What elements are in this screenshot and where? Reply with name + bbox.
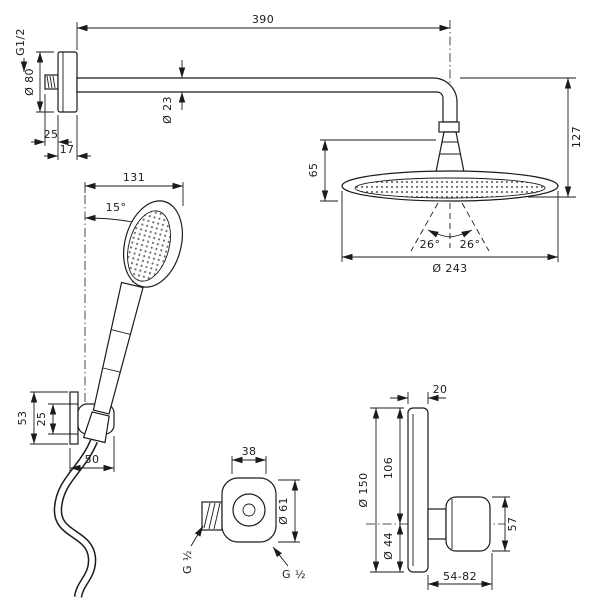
dim-flange-depth: 17 — [60, 143, 75, 156]
dim-handle-height: 57 — [506, 517, 519, 532]
dim-plate-depth: 20 — [433, 383, 448, 396]
dim-outlet-width: 38 — [242, 445, 257, 458]
dim-thread-back: G ½ — [282, 568, 306, 581]
dim-upper-span: 106 — [382, 457, 395, 479]
handle-stem — [427, 508, 447, 540]
hand-shower-handle — [92, 281, 144, 415]
dim-holder-depth: 50 — [85, 453, 100, 466]
dim-flange-diameter: Ø 80 — [23, 68, 36, 96]
dim-wall-offset: 25 — [44, 128, 59, 141]
overhead-shower-drawing: 65 26° 26° Ø 243 — [307, 121, 559, 275]
dim-spray-angle-right: 26° — [460, 238, 481, 251]
holder-wall-plate — [69, 391, 79, 445]
dim-head-diameter: Ø 243 — [432, 262, 467, 275]
thermostat-drawing: 20 Ø 150 106 Ø 44 57 54-82 — [357, 383, 519, 590]
dim-handle-diameter: Ø 44 — [382, 532, 395, 560]
arm-wall-flange — [57, 51, 78, 113]
hand-shower-spray-face — [127, 210, 171, 282]
dim-pipe-diameter: Ø 23 — [161, 96, 174, 124]
thread-hatch — [46, 75, 56, 89]
dim-drop-height: 127 — [570, 126, 583, 148]
wall-outlet-drawing: 38 Ø 61 G ½ G ½ — [181, 445, 306, 581]
hand-shower-drawing: 15° 131 53 25 50 — [16, 171, 184, 598]
dim-thread-side: G ½ — [181, 550, 194, 574]
dim-reach: 131 — [123, 171, 145, 184]
dim-holder-inner: 25 — [35, 412, 48, 427]
dim-spray-angle-left: 26° — [420, 238, 441, 251]
outlet-inner-ring — [232, 493, 266, 527]
head-connector-cone — [435, 131, 465, 173]
shower-arm-tube — [76, 77, 458, 123]
dim-head-height: 65 — [307, 163, 320, 178]
overhead-spray-face — [354, 177, 546, 199]
dim-holder-angle: 15° — [106, 201, 127, 214]
dim-install-depth: 54-82 — [443, 570, 477, 583]
dim-outlet-diameter: Ø 61 — [277, 497, 290, 525]
dim-arm-length: 390 — [252, 13, 274, 26]
head-connector-nut — [438, 121, 460, 133]
thread-hatch — [203, 502, 221, 530]
hose-nut — [82, 411, 110, 444]
dim-plate-diameter: Ø 150 — [357, 472, 370, 507]
thermostat-faceplate — [407, 407, 429, 573]
dim-arm-thread: G1/2 — [14, 28, 27, 56]
shower-arm-drawing: 390 G1/2 Ø 80 Ø 23 25 17 127 — [14, 13, 583, 198]
dim-holder-height: 53 — [16, 411, 29, 426]
thermostat-handle — [445, 496, 491, 552]
